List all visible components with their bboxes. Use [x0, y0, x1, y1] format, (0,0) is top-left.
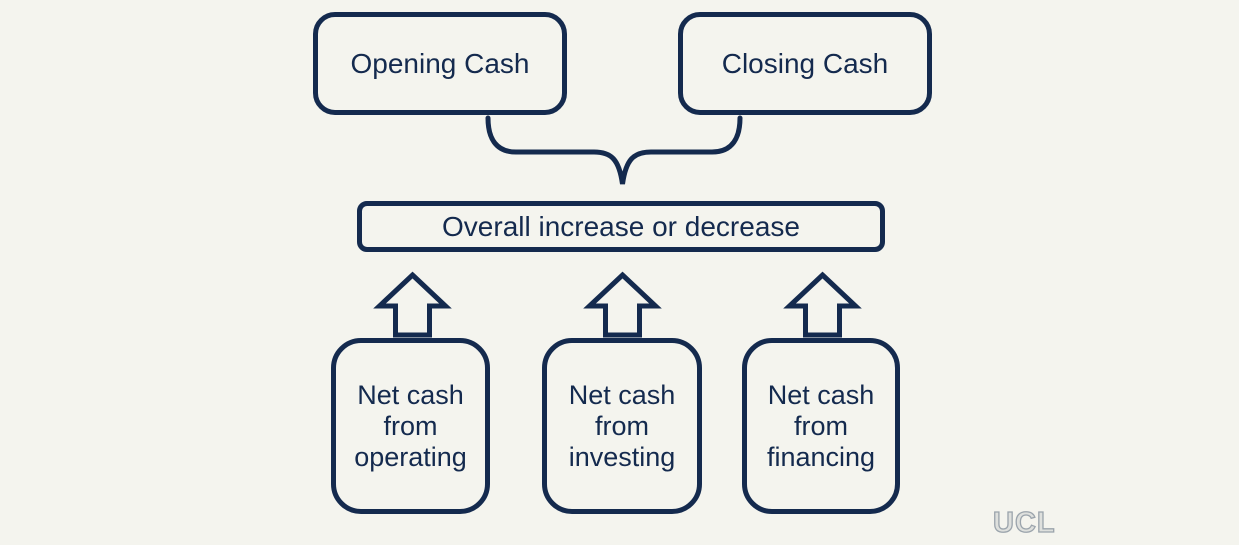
- opening-cash-label: Opening Cash: [350, 47, 530, 79]
- net-cash-financing-box: Net cash from financing: [742, 338, 900, 514]
- curly-brace-connector: [485, 115, 743, 185]
- label-line: Net cash: [357, 379, 464, 410]
- overall-change-box: Overall increase or decrease: [357, 201, 885, 252]
- label-line: operating: [354, 441, 467, 472]
- ucl-logo-subtitle: SCHOOL OF: [993, 543, 1131, 545]
- net-cash-operating-box: Net cash from operating: [331, 338, 490, 514]
- net-cash-investing-box: Net cash from investing: [542, 338, 702, 514]
- up-arrow-icon: [583, 271, 662, 338]
- label-line: Net cash: [568, 379, 676, 410]
- ucl-logo-text: UCL: [992, 507, 1056, 539]
- net-cash-financing-label: Net cash from financing: [767, 380, 875, 473]
- up-arrow-icon: [373, 271, 452, 338]
- label-line: financing: [766, 441, 876, 472]
- net-cash-operating-label: Net cash from operating: [354, 380, 467, 473]
- label-line: Net cash: [767, 379, 875, 410]
- closing-cash-box: Closing Cash: [678, 12, 932, 115]
- label-line: from: [794, 410, 848, 441]
- overall-change-label: Overall increase or decrease: [442, 210, 800, 242]
- label-line: from: [383, 410, 438, 441]
- ucl-logo: UCL SCHOOL OF: [992, 507, 1131, 545]
- up-arrow-icon: [783, 271, 862, 338]
- label-line: investing: [568, 441, 676, 472]
- label-line: from: [594, 410, 649, 441]
- net-cash-investing-label: Net cash from investing: [569, 380, 676, 473]
- closing-cash-label: Closing Cash: [721, 47, 889, 79]
- opening-cash-box: Opening Cash: [313, 12, 567, 115]
